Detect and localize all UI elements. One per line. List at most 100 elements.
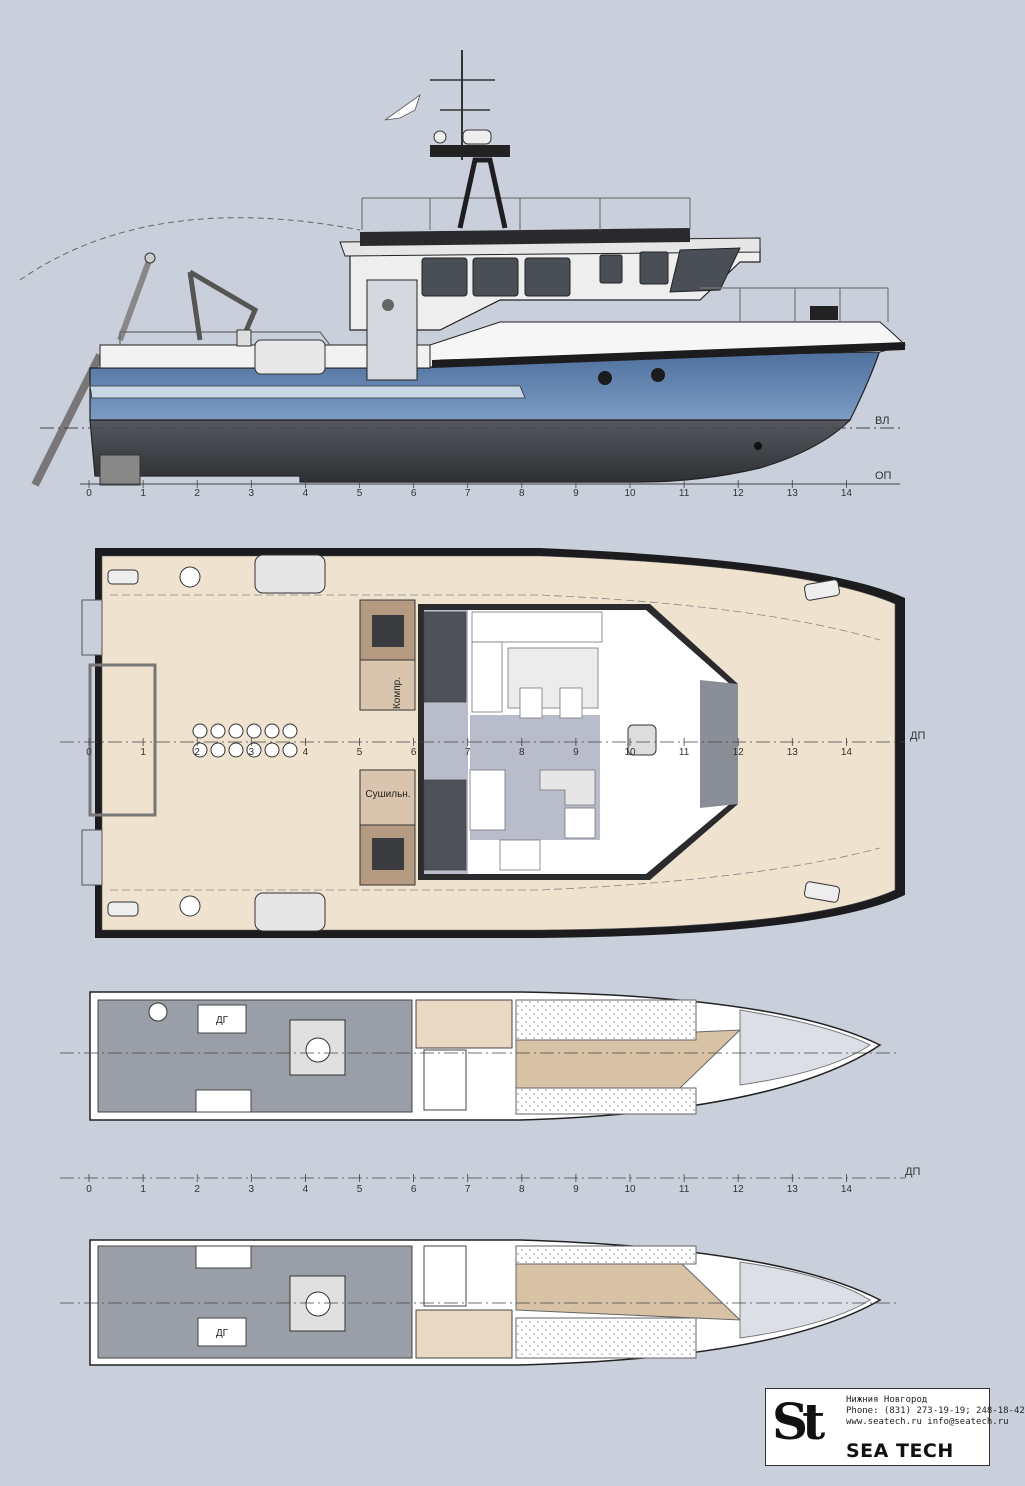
frame-tick-label: 6 <box>411 747 417 758</box>
stern-drive <box>99 454 141 486</box>
frame-tick-label: 7 <box>465 488 471 499</box>
company-logo-block: St Нижния Новгород Phone: (831) 273-19-1… <box>765 1388 1025 1466</box>
gas-bottle-rack <box>192 723 298 758</box>
gas-bottle <box>264 723 280 739</box>
stern-a-frame <box>88 663 157 817</box>
dryer-room-label: Сушильн. <box>365 789 410 800</box>
waterline-label: ВЛ <box>875 415 889 427</box>
gas-bottle <box>228 723 244 739</box>
frame-tick-label: 1 <box>140 747 146 758</box>
frame-tick-label: 10 <box>624 747 636 758</box>
lower-deck-centerline-label: ДП <box>905 1166 920 1178</box>
forepeak <box>739 1009 871 1086</box>
lower-deck-plan-lower: ДГ <box>60 1239 900 1366</box>
frame-tick-label: 4 <box>303 1184 309 1195</box>
bridge-console-strip <box>700 680 738 808</box>
forepeak <box>739 1261 871 1339</box>
frame-tick-label: 3 <box>249 747 255 758</box>
company-name: SEA TECH <box>846 1440 954 1462</box>
frame-tick-label: 14 <box>841 1184 853 1195</box>
frame-tick-label: 9 <box>573 488 579 499</box>
wc-compartment <box>415 999 513 1049</box>
company-web: www.seatech.ru info@seatech.ru <box>846 1417 1009 1427</box>
frame-tick-label: 2 <box>194 747 200 758</box>
gas-bottle <box>192 742 208 758</box>
aft-railing <box>119 331 331 346</box>
stairs <box>423 611 467 871</box>
gas-bottle <box>264 742 280 758</box>
frame-tick-label: 11 <box>679 488 690 499</box>
frame-tick-label: 8 <box>519 488 525 499</box>
galley-counter <box>469 769 596 871</box>
frame-tick-label: 12 <box>733 1184 745 1195</box>
flag <box>384 93 421 121</box>
frame-tick-label: 2 <box>194 488 200 499</box>
bow-thruster <box>754 442 762 450</box>
company-phone: Phone: (831) 273-19-19; 248-18-42 <box>846 1406 1025 1416</box>
frame-tick-label: 9 <box>573 747 579 758</box>
deck-hatch <box>179 566 201 917</box>
frame-tick-label: 5 <box>357 747 363 758</box>
stairs <box>423 1049 467 1111</box>
helm-chair <box>627 724 657 756</box>
wc-compartment <box>415 1309 513 1359</box>
berth-lower <box>515 1087 697 1115</box>
gas-bottle <box>246 742 262 758</box>
liferaft-container <box>254 339 326 375</box>
mast <box>384 50 510 229</box>
frame-tick-label: 12 <box>733 747 745 758</box>
frame-tick-label: 7 <box>465 747 471 758</box>
frame-tick-label: 10 <box>624 488 636 499</box>
rub-rail <box>432 342 905 368</box>
frame-tick-label: 13 <box>787 1184 799 1195</box>
frame-tick-label: 4 <box>303 747 309 758</box>
company-city: Нижния Новгород <box>846 1395 928 1405</box>
frame-tick-label: 0 <box>86 488 92 499</box>
frame-tick-label: 7 <box>465 1184 471 1195</box>
liferaft-port <box>254 554 326 594</box>
generator-label: ДГ <box>216 1328 229 1339</box>
gas-bottle <box>192 723 208 739</box>
engine-room <box>97 1245 413 1359</box>
frame-tick-label: 6 <box>411 488 417 499</box>
gas-bottle <box>210 742 226 758</box>
frame-tick-label: 0 <box>86 747 92 758</box>
hull-bottom <box>89 419 852 483</box>
frame-tick-label: 0 <box>86 1184 92 1195</box>
frame-tick-label: 9 <box>573 1184 579 1195</box>
lower-fender <box>89 385 526 399</box>
frame-tick-label: 3 <box>249 488 255 499</box>
foredeck-railing <box>700 287 889 322</box>
frame-tick-label: 5 <box>357 1184 363 1195</box>
gas-bottle <box>228 742 244 758</box>
porthole <box>651 368 665 382</box>
stern-ladder <box>31 353 104 487</box>
compressor-room-label: Компр. <box>392 677 403 709</box>
side-door <box>366 279 418 381</box>
frame-tick-label: 8 <box>519 1184 525 1195</box>
frame-tick-label: 14 <box>841 747 853 758</box>
bow-winch <box>810 306 838 320</box>
frame-tick-label: 11 <box>679 747 690 758</box>
aft-davit <box>117 256 153 342</box>
roof-coaming <box>360 228 690 246</box>
frame-tick-label: 1 <box>140 1184 146 1195</box>
frame-tick-label: 11 <box>679 1184 690 1195</box>
frame-tick-label: 10 <box>624 1184 636 1195</box>
generator <box>197 1004 247 1034</box>
baseline-label: ОП <box>875 470 892 482</box>
frame-tick-label: 5 <box>357 488 363 499</box>
gas-bottle <box>282 742 298 758</box>
lower-deck-plan-upper: ДГ <box>60 991 900 1121</box>
company-logo-mark: St <box>772 1392 825 1451</box>
mooring-bollards <box>107 569 840 917</box>
gas-bottle <box>246 723 262 739</box>
frame-tick-label: 2 <box>194 1184 200 1195</box>
mess-seating <box>471 611 603 719</box>
frame-tick-label: 4 <box>303 488 309 499</box>
frame-tick-label: 1 <box>140 488 146 499</box>
